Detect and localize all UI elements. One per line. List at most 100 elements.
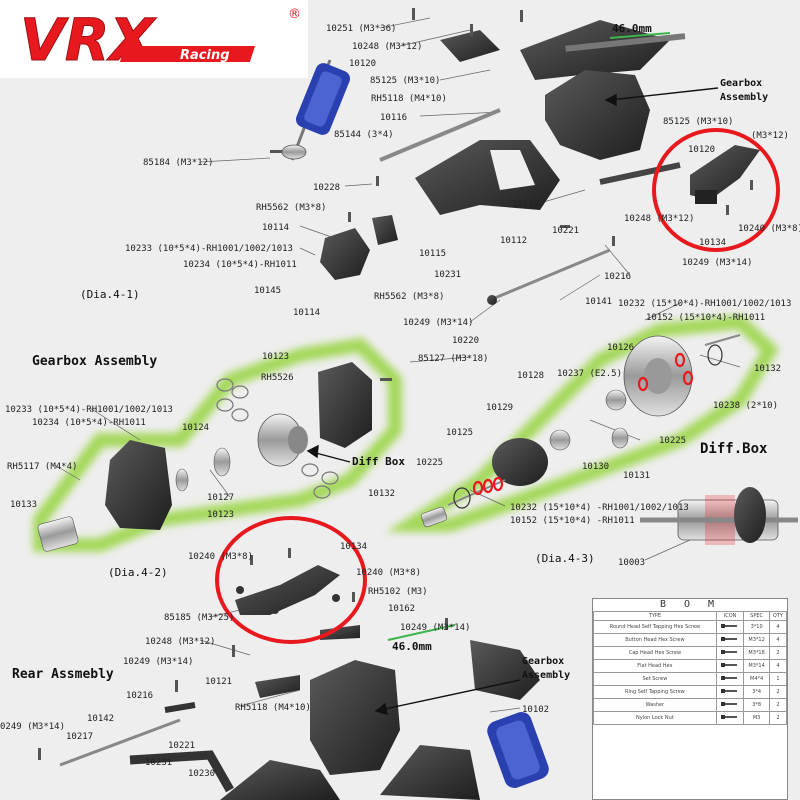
part-label: 10240 (M3*8): [738, 224, 800, 234]
part-label: 10115: [419, 249, 447, 259]
diff-washers: [453, 344, 723, 509]
part-label: 10152 (15*10*4) -RH1011: [510, 516, 635, 526]
diff-box-callout: Diff Box: [352, 455, 405, 468]
part-label: 10102: [522, 705, 550, 715]
screw-icon: [715, 659, 745, 673]
part-label: 10162: [388, 604, 416, 614]
part-label: 10121: [205, 677, 233, 687]
front-gearbox-assembly: [545, 32, 686, 160]
part-label: 10248 (M3*12): [145, 637, 216, 647]
part-label: 10228: [313, 183, 341, 193]
part-label: RH5102 (M3): [368, 587, 428, 597]
screw-icon: [715, 633, 745, 647]
bom-header-cell: TYPE: [593, 611, 717, 621]
part-label: RH5118 (M4*10): [235, 703, 311, 713]
part-label: 10220: [452, 336, 480, 346]
bom-cell-type: Button Head Hex Screw: [593, 633, 717, 647]
part-label: 10240 (M3*8): [188, 552, 254, 562]
part-label: 10112: [500, 236, 528, 246]
part-label: 10131: [623, 471, 651, 481]
rear-assembly-heading: Rear Assmebly: [12, 667, 114, 682]
gearbox-halves: [37, 362, 372, 552]
part-label: 10134: [699, 238, 727, 248]
highlight-circle-bottom: [215, 516, 367, 644]
part-label: 85185 (M3*25): [164, 613, 235, 623]
part-label: 10234 (10*5*4)-RH1011: [32, 418, 146, 428]
dimension-line-bottom: [387, 624, 456, 641]
bom-cell-qty: 1: [768, 672, 788, 686]
part-label: 10231: [434, 270, 462, 280]
part-label: RH5562 (M3*8): [374, 292, 445, 302]
dia-4-1-title: (Dia.4-1): [80, 288, 140, 301]
bom-cell-type: Round Head Self Tapping Hex Screw: [593, 620, 717, 634]
part-label: 10003: [618, 558, 646, 568]
front-driveshaft: [379, 108, 501, 162]
rear-brace: [235, 565, 340, 615]
gearbox-callout-top-line1: Gearbox: [720, 78, 763, 89]
bom-cell-qty: 2: [768, 646, 788, 660]
bom-cell-type: Nylon Lock Nut: [593, 711, 717, 725]
part-label: 10234 (10*5*4)-RH1011: [183, 260, 297, 270]
part-label: 10232 (15*10*4)-RH1001/1002/1013: [618, 299, 792, 309]
part-label: 10142: [87, 714, 115, 724]
part-label: 10216: [604, 272, 632, 282]
bom-cell-spec: M3*14: [743, 659, 770, 673]
part-label: 10141: [585, 297, 613, 307]
bom-header-cell: QTY: [768, 611, 788, 621]
rear-lower-arm: [129, 750, 340, 800]
part-label: 10123: [207, 510, 235, 520]
rear-turnbuckle: [59, 625, 360, 767]
front-knuckle: [320, 215, 398, 280]
part-label: 10116: [380, 113, 408, 123]
part-label: 10238 (2*10): [713, 401, 779, 411]
part-label: 10123: [262, 352, 290, 362]
part-label: 85127 (M3*18): [418, 354, 489, 364]
bom-cell-qty: 2: [768, 685, 788, 699]
logo-reg-mark: ®: [288, 7, 301, 22]
highlight-circle-top: [652, 128, 780, 252]
bom-cell-type: Washer: [593, 698, 717, 712]
leader-lines: [54, 17, 741, 713]
front-shock-tower: [440, 20, 670, 80]
part-label: 85125 (M3*10): [370, 76, 441, 86]
diff-orings: [472, 352, 694, 496]
part-label: RH5118 (M4*10): [371, 94, 447, 104]
bom-cell-spec: M3: [743, 711, 770, 725]
front-lower-arm: [415, 140, 560, 215]
dia-4-2-title: (Dia.4-2): [108, 566, 168, 579]
screw-icon: [715, 685, 745, 699]
bom-cell-spec: 3*8: [743, 698, 770, 712]
bom-cell-spec: M4*4: [743, 672, 770, 686]
part-label: 10124: [182, 423, 210, 433]
part-label: 10221: [168, 741, 196, 751]
bom-cell-spec: M3*12: [743, 633, 770, 647]
part-label: RH5526: [261, 373, 294, 383]
part-label: (M3*12): [751, 131, 789, 141]
rear-gearbox-assembly: [310, 624, 540, 800]
part-label: 10225: [416, 458, 444, 468]
bom-header-cell: ICON: [715, 611, 745, 621]
part-label: 10125: [446, 428, 474, 438]
part-label: 0249 (M3*14): [0, 722, 66, 732]
rear-shock: [487, 712, 549, 788]
logo-brand-text: VRX: [20, 6, 158, 74]
bom-cell-qty: 2: [768, 711, 788, 725]
gearbox-exploded-highlight: [33, 337, 402, 552]
dia-4-3-title: (Dia.4-3): [535, 552, 595, 565]
part-label: 10248 (M3*12): [624, 214, 695, 224]
part-label: 10249 (M3*14): [682, 258, 753, 268]
diff-exploded-highlight: [386, 314, 779, 532]
bom-cell-qty: 4: [768, 620, 788, 634]
part-label: 10249 (M3*14): [123, 657, 194, 667]
part-label: 10237 (E2.5): [557, 369, 623, 379]
screw-icon: [715, 711, 745, 725]
part-label: 10221: [552, 226, 580, 236]
